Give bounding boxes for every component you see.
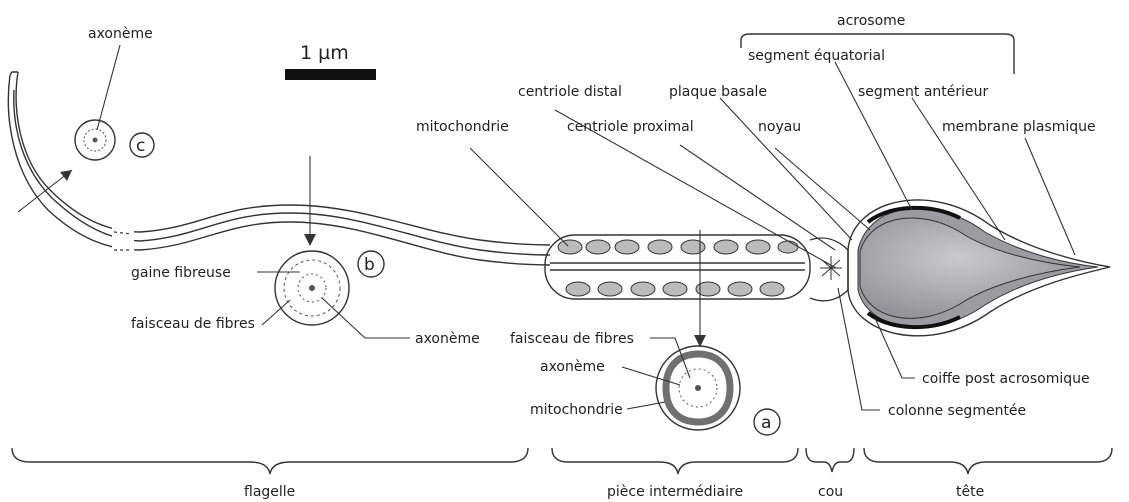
region-flagelle: flagelle bbox=[244, 484, 295, 500]
label-mitochondrie-a: mitochondrie bbox=[530, 402, 623, 418]
label-faisceau-b: faisceau de fibres bbox=[131, 316, 255, 332]
label-axoneme-b: axonème bbox=[415, 331, 480, 347]
label-mitochondrie-top: mitochondrie bbox=[416, 119, 509, 135]
sperm-head bbox=[848, 200, 1110, 336]
region-tete: tête bbox=[956, 484, 984, 500]
mitochondria-bottom-row bbox=[566, 282, 784, 296]
cross-section-b: b bbox=[275, 156, 384, 325]
label-centriole-distal: centriole distal bbox=[518, 84, 622, 100]
label-gaine-fibreuse: gaine fibreuse bbox=[131, 265, 231, 281]
cross-section-a: a bbox=[656, 230, 780, 435]
label-segment-equatorial: segment équatorial bbox=[748, 48, 885, 64]
bracket-piece bbox=[552, 448, 798, 474]
label-axoneme-c: axonème bbox=[88, 26, 153, 42]
midpiece bbox=[545, 235, 810, 299]
label-noyau: noyau bbox=[758, 119, 801, 135]
region-labels: flagelle pièce intermédiaire cou tête bbox=[244, 484, 984, 500]
label-faisceau-a: faisceau de fibres bbox=[510, 331, 634, 347]
bracket-tete bbox=[864, 448, 1112, 474]
region-cou: cou bbox=[818, 484, 843, 500]
bracket-cou bbox=[806, 448, 854, 472]
flagellum bbox=[8, 72, 550, 265]
label-segment-anterieur: segment antérieur bbox=[858, 84, 989, 100]
section-a-letter: a bbox=[761, 413, 771, 433]
centriole-icon bbox=[820, 256, 842, 280]
label-colonne: colonne segmentée bbox=[888, 403, 1026, 419]
label-centriole-proximal: centriole proximal bbox=[567, 119, 694, 135]
mitochondria-top-row bbox=[558, 240, 798, 254]
label-axoneme-a: axonème bbox=[540, 359, 605, 375]
scale-bar bbox=[285, 69, 376, 80]
label-coiffe: coiffe post acrosomique bbox=[922, 371, 1090, 387]
region-piece: pièce intermédiaire bbox=[607, 484, 743, 500]
section-c-letter: c bbox=[136, 136, 145, 156]
scale-bar-label: 1 µm bbox=[300, 42, 349, 64]
label-membrane-plasmique: membrane plasmique bbox=[942, 119, 1096, 135]
label-plaque-basale: plaque basale bbox=[669, 84, 767, 100]
bracket-flagelle bbox=[12, 448, 528, 474]
label-acrosome: acrosome bbox=[837, 13, 905, 29]
section-b-letter: b bbox=[364, 255, 375, 275]
neck bbox=[810, 238, 848, 301]
